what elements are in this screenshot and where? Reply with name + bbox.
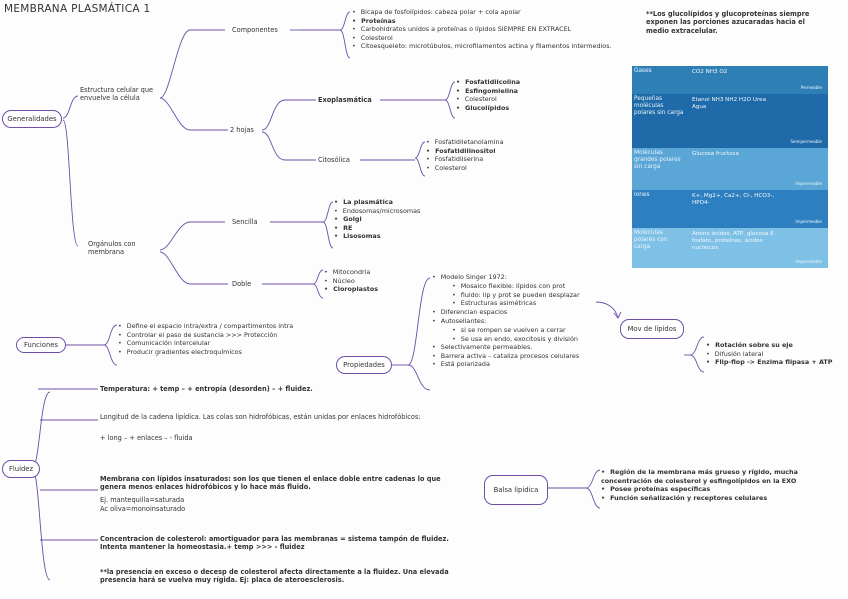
estructura-label: Estructura celular que envuelve la célul…	[80, 86, 154, 103]
exo-list: Fosfatidilcolina Esfingomielina Colester…	[456, 78, 520, 112]
table-row: Gases CO2 NH3 O2 Permeable	[632, 66, 828, 94]
propiedades-list-3: Selectivamente permeables. Barrera activ…	[432, 343, 579, 369]
table-row: Moléculas grandes polares sin carga Gluc…	[632, 148, 828, 190]
table-row: Moléculas polares con carga Amino ácidos…	[632, 228, 828, 268]
node-funciones: Funciones	[16, 337, 66, 353]
fluidez-ej2: Ac oliva=monoinsaturado	[100, 505, 186, 513]
node-fluidez: Fluidez	[2, 460, 40, 478]
doble-list: Mitocondria Núcleo Cloroplastos	[324, 268, 378, 294]
componentes-label: Componentes	[232, 26, 278, 34]
table-row: Iones K+, Mg2+, Ca2+, Cl-, HCO3-, HPO4- …	[632, 190, 828, 228]
modelo-list: Mosaico flexible: lípidos con prot fluid…	[452, 282, 580, 308]
citosolica-label: Citosólica	[318, 156, 350, 164]
node-mov-lipidos: Mov de lípidos	[620, 319, 684, 339]
fluidez-nota: **la presencia en exceso o decesp de col…	[100, 568, 449, 585]
mov-list: Rotación sobre su eje Difusión lateral F…	[706, 341, 833, 367]
top-note: **Los glucolípidos y glucoproteínas siem…	[646, 10, 810, 35]
node-balsa-lipidica: Balsa lipídica	[484, 475, 548, 505]
fluidez-longitud: Longitud de la cadena lipídica. Las cola…	[100, 413, 421, 421]
fluidez-longitud-2: + long – + enlaces – - fluida	[100, 434, 193, 442]
node-propiedades: Propiedades	[336, 356, 392, 374]
permeability-table: Gases CO2 NH3 O2 Permeable Pequeñas molé…	[632, 66, 828, 268]
componentes-list: Bicapa de fosfolípidos: cabeza polar + c…	[352, 8, 612, 51]
auto-list: si se rompen se vuelven a cerrar Se usa …	[452, 326, 578, 343]
propiedades-list: Modelo Singer 1972:	[432, 273, 507, 282]
node-generalidades: Generalidades	[2, 110, 62, 128]
propiedades-list-2: Diferencian espacios Autosellantes:	[432, 308, 507, 325]
page-title: MEMBRANA PLASMÁTICA 1	[4, 3, 151, 15]
sencilla-list: La plasmática Endosomas/microsomas Golgi…	[334, 198, 421, 241]
dos-hojas-label: 2 hojas	[230, 126, 254, 134]
fluidez-colesterol: Concentracion de colesterol: amortiguado…	[100, 535, 449, 552]
cito-list: Fosfatidiletanolamina Fosfatidilinositol…	[426, 138, 504, 172]
exoplasmatica-label: Exoplasmática	[318, 96, 372, 104]
fluidez-ej1: Ej. mantequilla=saturada	[100, 496, 185, 504]
funciones-list: Define el espacio intra/extra / comparti…	[118, 322, 293, 356]
doble-label: Doble	[232, 280, 252, 288]
table-row: Pequeñas moléculas polares sin carga Eta…	[632, 94, 828, 148]
sencilla-label: Sencilla	[232, 218, 258, 226]
fluidez-insaturados: Membrana con lípidos insaturados: son lo…	[100, 475, 441, 492]
balsa-list: Región de la membrana más grueso y rígid…	[601, 468, 815, 502]
organulos-label: Orgánulos con membrana	[88, 240, 136, 257]
fluidez-temp: Temperatura: + temp – + entropía (desord…	[100, 385, 313, 393]
